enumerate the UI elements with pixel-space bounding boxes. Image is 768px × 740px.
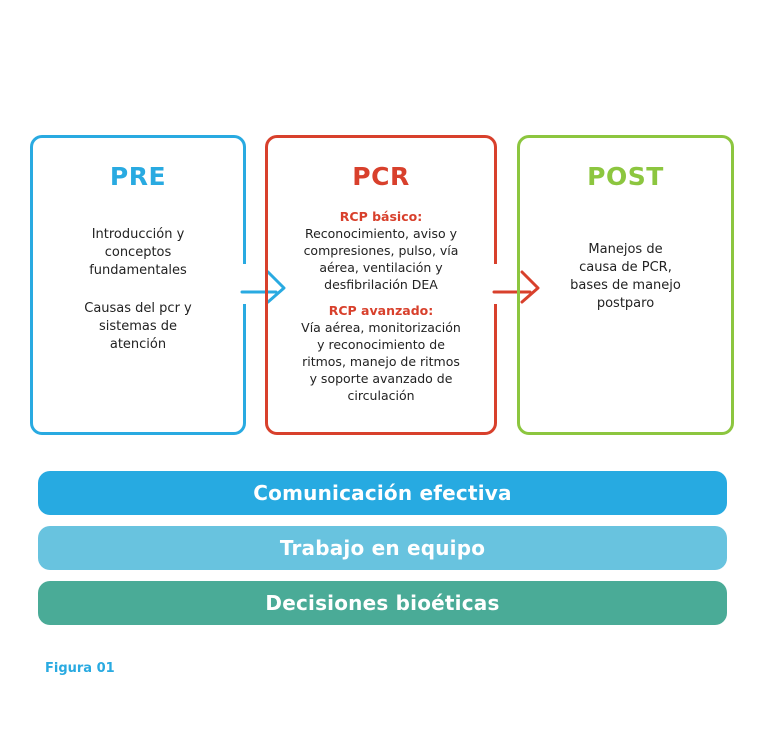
pre-stage-text-2: Causas del pcr y sistemas de atención	[43, 300, 233, 354]
pcr-stage-title: PCR	[352, 162, 410, 191]
post-stage-box: POST Manejos de causa de PCR, bases de m…	[517, 135, 734, 435]
post-stage-title: POST	[587, 162, 664, 191]
text-line: causa de PCR,	[579, 260, 672, 275]
text-line: y reconocimiento de	[317, 337, 445, 352]
rcp-basic-label: RCP básico:	[339, 209, 423, 224]
bar-comunicacion-efectiva: Comunicación efectiva	[38, 471, 727, 515]
text-line: ritmos, manejo de ritmos	[302, 354, 460, 369]
pre-stage-text-1: Introducción y conceptos fundamentales	[43, 226, 233, 280]
pre-stage-box: PRE Introducción y conceptos fundamental…	[30, 135, 246, 435]
bar-trabajo-en-equipo: Trabajo en equipo	[38, 526, 727, 570]
text-line: Reconocimiento, aviso y	[304, 226, 458, 241]
text-line: y soporte avanzado de	[309, 371, 453, 386]
text-line: Introducción y	[91, 227, 185, 242]
text-line: aérea, ventilación y	[319, 260, 443, 275]
text-line: fundamentales	[89, 263, 187, 278]
text-line: compresiones, pulso, vía	[303, 243, 459, 258]
rcp-basic-text: Reconocimiento, aviso y compresiones, pu…	[274, 225, 488, 293]
text-line: Causas del pcr y	[84, 301, 192, 316]
text-line: desfibrilación DEA	[324, 277, 438, 292]
bar-decisiones-bioeticas: Decisiones bioéticas	[38, 581, 727, 625]
arrow-right-icon	[492, 264, 540, 304]
text-line: Manejos de	[588, 242, 663, 257]
rcp-advanced-label: RCP avanzado:	[328, 303, 434, 318]
text-line: conceptos	[104, 245, 172, 260]
rcp-advanced-text: Vía aérea, monitorización y reconocimien…	[274, 319, 488, 404]
post-stage-text: Manejos de causa de PCR, bases de manejo…	[530, 241, 721, 313]
arrow-right-icon	[240, 264, 286, 304]
pcr-stage-box: PCR RCP básico: Reconocimiento, aviso y …	[265, 135, 497, 435]
pre-stage-title: PRE	[109, 162, 167, 191]
text-line: Vía aérea, monitorización	[301, 320, 461, 335]
text-line: sistemas de	[98, 319, 178, 334]
figure-caption: Figura 01	[45, 661, 115, 676]
text-line: bases de manejo	[570, 278, 681, 293]
text-line: atención	[109, 337, 167, 352]
text-line: postparo	[596, 296, 655, 311]
text-line: circulación	[347, 388, 415, 403]
